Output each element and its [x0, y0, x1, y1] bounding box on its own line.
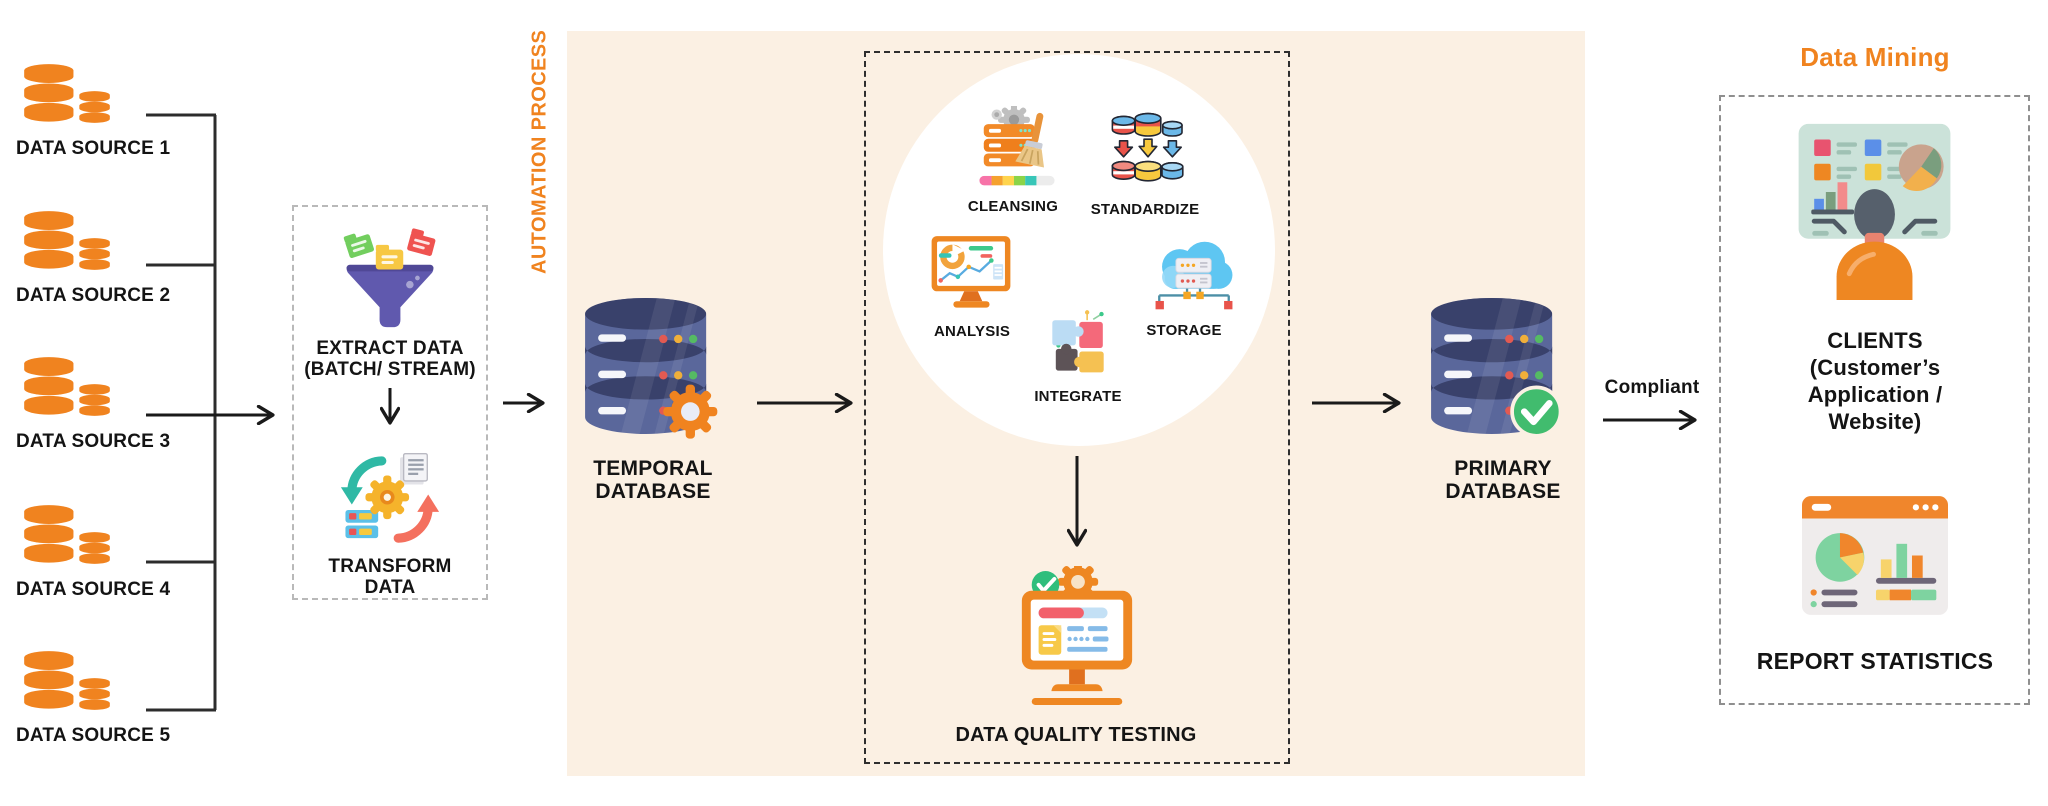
clients-line1: CLIENTS	[1827, 328, 1923, 353]
clients-line3: Application / Website)	[1807, 382, 1943, 434]
data-source-4: DATA SOURCE 4	[16, 505, 176, 601]
clients-label: CLIENTS (Customer’s Application / Websit…	[1762, 327, 1988, 435]
automation-process-label: AUTOMATION PROCESS	[528, 29, 551, 275]
primary-database-label: PRIMARY DATABASE	[1423, 457, 1583, 503]
database-cylinders-icon	[24, 505, 110, 564]
clients-dashboard-icon	[1798, 123, 1951, 300]
data-source-2: DATA SOURCE 2	[16, 211, 176, 307]
primary-line1: PRIMARY	[1454, 457, 1552, 480]
gear-icon	[663, 384, 718, 439]
data-source-label: DATA SOURCE 3	[16, 431, 171, 452]
extract-line1: EXTRACT DATA	[316, 338, 464, 359]
temporal-database-icon	[584, 298, 718, 447]
database-cylinders-icon	[24, 64, 110, 123]
analysis-label: ANALYSIS	[933, 323, 1011, 340]
data-source-label: DATA SOURCE 4	[16, 579, 171, 600]
database-cylinders-icon	[24, 211, 110, 270]
data-source-5: DATA SOURCE 5	[16, 651, 176, 747]
report-statistics-label: REPORT STATISTICS	[1756, 648, 1994, 674]
analysis-icon	[931, 236, 1011, 308]
primary-line2: DATABASE	[1445, 480, 1561, 503]
data-source-1: DATA SOURCE 1	[16, 64, 176, 160]
storage-label: STORAGE	[1146, 322, 1222, 339]
integrate-icon	[1052, 310, 1104, 373]
database-cylinders-icon	[24, 651, 110, 710]
funnel-folders-icon	[343, 228, 436, 328]
compliant-label: Compliant	[1604, 377, 1700, 398]
standardize-label: STANDARDIZE	[1090, 201, 1200, 218]
standardize-icon	[1111, 112, 1184, 182]
transform-line1: TRANSFORM	[328, 556, 452, 577]
storage-icon	[1155, 241, 1233, 310]
broom-icon	[1015, 112, 1044, 168]
transform-data-label: TRANSFORM DATA	[296, 556, 484, 598]
extract-transform-box	[292, 205, 488, 600]
transform-sync-gear-icon	[340, 452, 440, 543]
data-source-3: DATA SOURCE 3	[16, 357, 176, 453]
data-source-label: DATA SOURCE 5	[16, 725, 171, 746]
data-source-label: DATA SOURCE 2	[16, 285, 171, 306]
report-statistics-icon	[1802, 496, 1948, 615]
extract-line2: (BATCH/ STREAM)	[304, 359, 476, 380]
data-mining-box	[1719, 95, 2030, 705]
transform-line2: DATA	[364, 577, 416, 598]
data-source-label: DATA SOURCE 1	[16, 138, 171, 159]
data-quality-testing-label: DATA QUALITY TESTING	[955, 724, 1197, 746]
database-cylinders-icon	[24, 357, 110, 416]
integrate-label: INTEGRATE	[1034, 388, 1122, 405]
clients-line2: (Customer’s	[1809, 355, 1941, 380]
person-icon	[1836, 189, 1913, 300]
temporal-database-label: TEMPORAL DATABASE	[573, 457, 733, 503]
primary-database-icon	[1430, 298, 1563, 447]
temporal-line2: DATABASE	[595, 480, 711, 503]
cleansing-label: CLEANSING	[967, 198, 1059, 215]
extract-data-label: EXTRACT DATA (BATCH/ STREAM)	[296, 338, 484, 380]
data-quality-testing-icon	[1021, 566, 1133, 705]
cleansing-icon	[979, 106, 1055, 186]
data-mining-title: Data Mining	[1800, 42, 1950, 72]
temporal-line1: TEMPORAL	[593, 457, 713, 480]
check-badge-icon	[1510, 385, 1563, 438]
data-quality-process-box	[864, 51, 1290, 764]
